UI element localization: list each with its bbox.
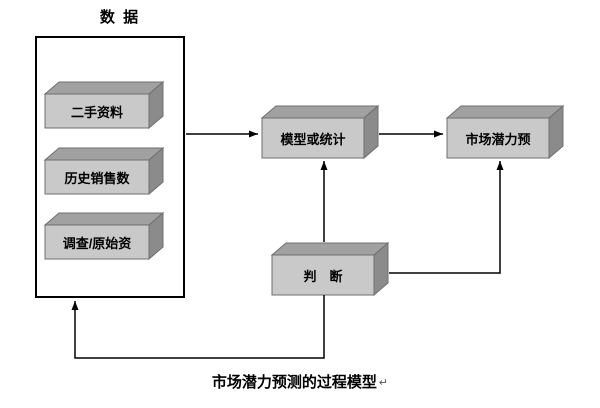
box-front-face [44, 224, 150, 260]
arrow-judgment-to-data-container [71, 295, 325, 359]
node-label: 二手资料 [70, 104, 123, 120]
node-judgment: 判 断 [270, 241, 390, 297]
caption-text: 市场潜力预测的过程模型 [211, 374, 377, 391]
node-label: 市场潜力预 [465, 131, 531, 147]
data-group-label: 数 据 [99, 9, 141, 26]
box-top-face [445, 105, 565, 119]
box-top-face [260, 105, 380, 119]
box-top-face [270, 242, 390, 256]
node-survey-original-data: 调查/原始资 [43, 211, 165, 261]
node-market-potential-forecast: 市场潜力预 [445, 104, 565, 160]
box-front-face [271, 254, 375, 296]
node-model-or-statistics: 模型或统计 [260, 104, 380, 160]
arrow-judgment-to-market [389, 161, 504, 274]
node-secondhand-data: 二手资料 [43, 80, 165, 130]
node-label: 历史销售数 [64, 170, 130, 186]
box3d-shape [445, 104, 565, 160]
node-historical-sales: 历史销售数 [43, 146, 165, 196]
box-front-face [261, 117, 365, 159]
box-top-face [43, 147, 165, 161]
box3d-shape [43, 146, 165, 196]
node-label: 模型或统计 [280, 131, 346, 147]
box-top-face [43, 81, 165, 95]
box3d-shape [43, 80, 165, 130]
diagram-caption: 市场潜力预测的过程模型↵ [0, 371, 600, 392]
node-label: 调查/原始资 [62, 235, 132, 251]
return-mark: ↵ [378, 377, 389, 389]
box-top-face [43, 212, 165, 226]
box-front-face [44, 159, 150, 195]
box3d-shape [43, 211, 165, 261]
box3d-shape [270, 241, 390, 297]
box-front-face [44, 93, 150, 129]
box-front-face [446, 117, 550, 159]
box3d-shape [260, 104, 380, 160]
node-label: 判 断 [303, 268, 343, 284]
